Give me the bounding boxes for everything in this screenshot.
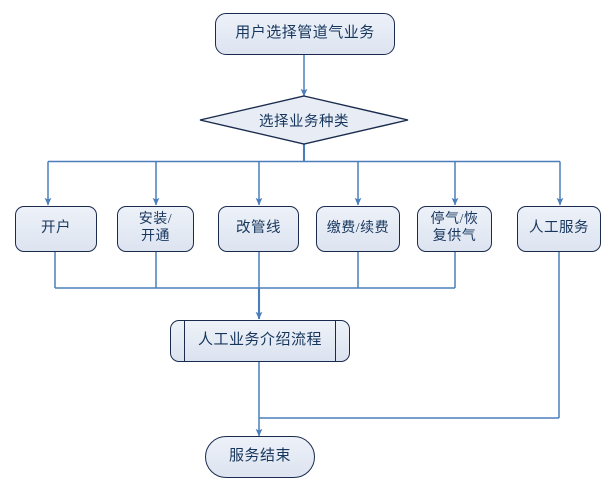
node-option-install-activate-label: 安装/ 开通 (138, 212, 173, 244)
predefined-bar-left (184, 319, 185, 363)
node-end[interactable]: 服务结束 (205, 436, 315, 478)
node-end-label: 服务结束 (228, 448, 291, 465)
node-option-payment-renewal-label: 缴费/续费 (326, 220, 390, 236)
node-subprocess-manual-intro-label: 人工业务介绍流程 (197, 332, 322, 349)
node-option-open-account[interactable]: 开户 (15, 206, 97, 252)
node-option-payment-renewal[interactable]: 缴费/续费 (316, 206, 400, 252)
diamond-shape (199, 95, 409, 145)
node-option-modify-pipeline-label: 改管线 (236, 220, 281, 237)
node-decision-service-type[interactable]: 选择业务种类 (198, 95, 410, 145)
node-start[interactable]: 用户选择管道气业务 (215, 13, 395, 55)
node-option-gas-stop-resume[interactable]: 停气/恢 复供气 (417, 206, 492, 252)
node-option-gas-stop-resume-label: 停气/恢 复供气 (430, 212, 479, 244)
node-option-install-activate[interactable]: 安装/ 开通 (117, 206, 194, 252)
node-subprocess-manual-intro[interactable]: 人工业务介绍流程 (170, 319, 350, 363)
node-decision-label: 选择业务种类 (259, 113, 349, 130)
node-start-label: 用户选择管道气业务 (235, 25, 375, 42)
node-option-manual-service-label: 人工服务 (529, 220, 589, 237)
node-option-manual-service[interactable]: 人工服务 (517, 206, 601, 252)
node-option-open-account-label: 开户 (41, 220, 71, 237)
node-option-modify-pipeline[interactable]: 改管线 (218, 206, 299, 252)
predefined-bar-right (335, 319, 336, 363)
